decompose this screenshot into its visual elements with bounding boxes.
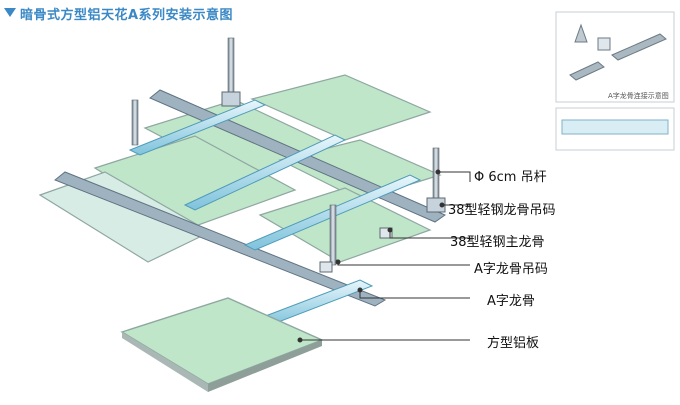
a-runner-2 [183,134,347,211]
loose-panel-edge [122,332,208,392]
hanger-rod-4 [329,204,337,266]
inset-rail-right [611,33,667,61]
label-main-channel-clip: 38型轻钢龙骨吊码 [448,203,556,218]
inset-rail-left [569,61,605,81]
label-hanger-rod: Φ 6cm 吊杆 [474,170,547,185]
panel-right [258,187,432,263]
leader-a-runner [359,290,470,299]
leader-dot-4 [335,259,341,265]
a-runners [128,99,422,327]
leader-lines [297,169,471,343]
leader-dot-6 [297,337,303,343]
title-arrow-icon [4,8,16,17]
leader-main-clip [442,204,471,210]
hanger-rod-1 [227,37,235,99]
hanger-rod-2 [131,99,139,146]
a-clip-2 [319,261,333,273]
loose-panel-edge-2 [208,340,322,392]
leader-rod [438,171,471,182]
leader-dot-1 [435,169,441,175]
inset-caption: A字龙骨连接示意图 [608,92,669,100]
leader-dot-5 [357,287,363,293]
loose-panel [120,297,324,392]
label-main-channel: 38型轻钢主龙骨 [450,235,545,250]
panel-back-mid [250,74,432,141]
main-channel-2 [54,171,387,307]
label-square-panel: 方型铝板 [487,336,540,351]
leader-dot-3 [387,227,393,233]
label-a-runner: A字龙骨 [487,294,535,309]
inset-rail-band [561,119,669,135]
a-clip-1 [379,227,393,239]
main-clip-1 [221,91,241,107]
installed-panels [38,74,442,263]
leader-a-clip [337,262,470,266]
leader-main-channel [389,230,471,242]
inset-connector [597,37,611,51]
label-a-runner-clip: A字龙骨吊码 [474,262,548,277]
inset-connection-detail [555,11,675,151]
a-runner-1 [128,99,267,156]
inset-a-profile [574,23,588,43]
diagram-title: 暗骨式方型铝天花A系列安装示意图 [20,8,234,23]
leader-dot-2 [439,202,445,208]
